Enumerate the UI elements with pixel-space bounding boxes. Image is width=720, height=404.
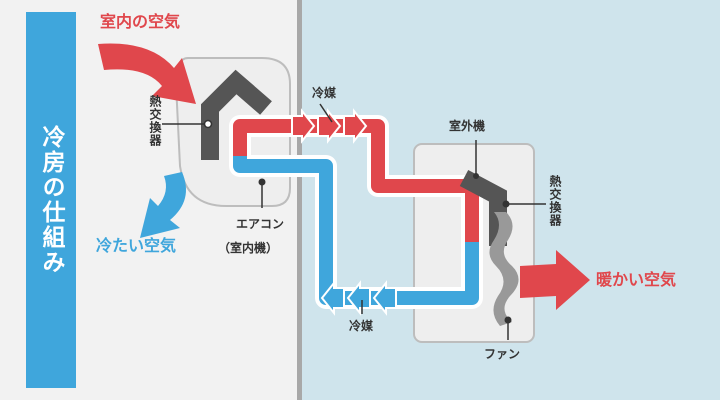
outdoor-heat-exchanger-label: 熱交換器	[548, 175, 562, 227]
indoor-air-arrow	[98, 43, 196, 104]
hot-refrigerant-pipe	[233, 119, 479, 244]
warm-air-label: 暖かい空気	[596, 270, 677, 289]
aircon-label: エアコン	[236, 217, 285, 231]
cold-air-label: 冷たい空気	[96, 236, 177, 255]
fan	[489, 212, 519, 326]
title-band: 冷房の仕組み	[26, 12, 76, 388]
wall-divider	[297, 0, 302, 400]
refrigerant-bottom-label: 冷媒	[349, 319, 374, 333]
indoor-air-label: 室内の空気	[100, 12, 181, 31]
cold-refrigerant-pipe	[233, 156, 479, 305]
aircon-sub-label: （室内機）	[218, 241, 279, 255]
indoor-heat-exchanger-label: 熱交換器	[148, 95, 162, 147]
refrigerant-top-label: 冷媒	[312, 86, 337, 100]
refrigerant-arrows-top	[291, 108, 368, 144]
cold-air-arrow	[140, 172, 186, 238]
warm-air-arrow	[520, 250, 590, 310]
refrigerant-arrows-bottom	[320, 280, 397, 316]
leader-dots	[203, 119, 512, 324]
leader-lines	[162, 103, 546, 340]
outdoor-unit-label: 室外機	[449, 119, 486, 133]
diagram-title: 冷房の仕組み	[38, 125, 64, 275]
fan-label: ファン	[484, 347, 521, 361]
indoor-heat-exchanger	[201, 69, 272, 160]
outdoor-heat-exchanger	[459, 170, 507, 246]
